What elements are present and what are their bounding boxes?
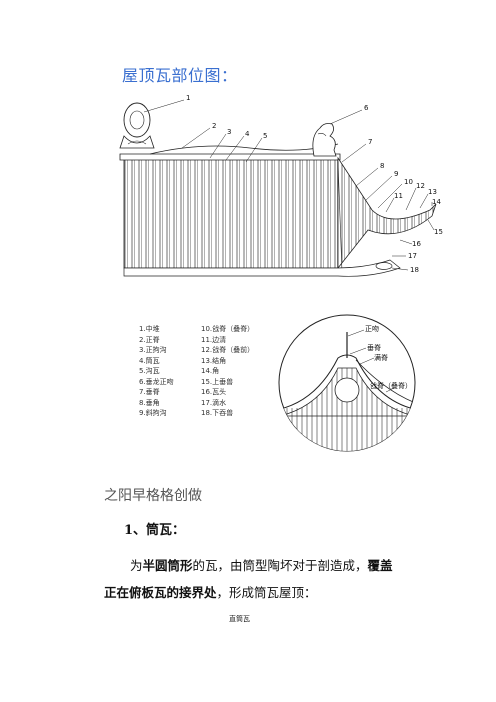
- para-text: 为: [130, 558, 143, 573]
- legend-item: 15.上垂兽: [201, 377, 234, 386]
- legend-item: 12.戗脊（叠前）: [201, 346, 255, 354]
- figure-caption: 直筒瓦: [229, 615, 250, 623]
- legend-item: 8.垂角: [139, 398, 160, 407]
- legend-item: 18.下吞兽: [201, 409, 234, 417]
- callout-18: 18: [410, 266, 419, 274]
- detail-label-qiangji: 戗脊（叠脊）: [370, 381, 412, 390]
- para-text: 的瓦，由筒型陶坏对于剖造成，: [192, 558, 368, 573]
- callout-15: 15: [434, 228, 443, 236]
- callout-4: 4: [245, 130, 250, 138]
- callout-12: 12: [416, 182, 425, 190]
- callout-11: 11: [394, 192, 403, 200]
- legend-item: 3.正拘沟: [139, 346, 167, 354]
- callout-13: 13: [428, 188, 437, 196]
- callout-9: 9: [394, 170, 398, 178]
- legend-item: 17.滴水: [201, 398, 227, 407]
- para-bold: 半圆筒形: [142, 558, 193, 573]
- callout-10: 10: [404, 178, 413, 186]
- para-bold: 覆盖正在俯板瓦的接界处: [104, 558, 393, 600]
- callout-labels: 1 2 3 4 5 6 7 8 9 10 11 12 13 14 15 16 1…: [143, 94, 443, 274]
- legend-item: 13.结角: [201, 356, 227, 365]
- legend-column-1: 1.中堆 2.正脊 3.正拘沟 4.筒瓦 5.沟瓦 6.垂龙正吻 7.垂脊 8.…: [139, 324, 174, 419]
- roof-tile-diagram: 1 2 3 4 5 6 7 8 9 10 11 12 13 14 15 16 1…: [119, 94, 443, 277]
- legend-item: 10.戗脊（叠脊）: [201, 325, 255, 333]
- detail-label-zhengwen: 正吻: [365, 324, 379, 333]
- page-title: 屋顶瓦部位图：: [122, 66, 238, 85]
- roof-detail-circle-diagram: 正吻 垂脊 满脊 戗脊（叠脊）: [278, 314, 416, 452]
- legend-item: 1.中堆: [139, 325, 160, 333]
- para-text: ，形成筒瓦屋顶：: [216, 585, 317, 600]
- callout-6: 6: [364, 104, 369, 112]
- legend-item: 2.正脊: [139, 335, 160, 344]
- legend-item: 16.瓦头: [201, 388, 227, 396]
- ridge-ornament-left: [119, 102, 155, 149]
- ridge-ornament-dragon: [312, 123, 337, 157]
- legend-item: 14.角: [201, 367, 220, 375]
- callout-14: 14: [432, 198, 441, 206]
- legend-item: 9.斜拘沟: [139, 409, 167, 417]
- legend-item: 11.边清: [201, 335, 227, 344]
- callout-16: 16: [412, 240, 421, 248]
- legend-column-2: 10.戗脊（叠脊） 11.边清 12.戗脊（叠前） 13.结角 14.角 15.…: [201, 324, 254, 419]
- legend-item: 7.垂脊: [139, 388, 160, 396]
- body-paragraph: 为半圆筒形的瓦，由筒型陶坏对于剖造成，覆盖正在俯板瓦的接界处，形成筒瓦屋顶：: [104, 552, 404, 606]
- callout-2: 2: [212, 122, 216, 130]
- callout-17: 17: [408, 252, 417, 260]
- callout-7: 7: [368, 138, 372, 146]
- callout-5: 5: [263, 132, 267, 140]
- item-heading: 1、筒瓦：: [124, 523, 186, 538]
- callout-8: 8: [380, 162, 384, 170]
- section-heading: 之阳早格格创做: [104, 488, 202, 504]
- legend-item: 5.沟瓦: [139, 367, 160, 375]
- detail-label-chuiji: 垂脊: [367, 343, 381, 352]
- legend-item: 4.筒瓦: [139, 356, 160, 365]
- detail-label-manji: 满脊: [374, 353, 388, 362]
- legend-item: 6.垂龙正吻: [139, 377, 174, 386]
- callout-3: 3: [227, 128, 231, 136]
- callout-1: 1: [186, 94, 190, 102]
